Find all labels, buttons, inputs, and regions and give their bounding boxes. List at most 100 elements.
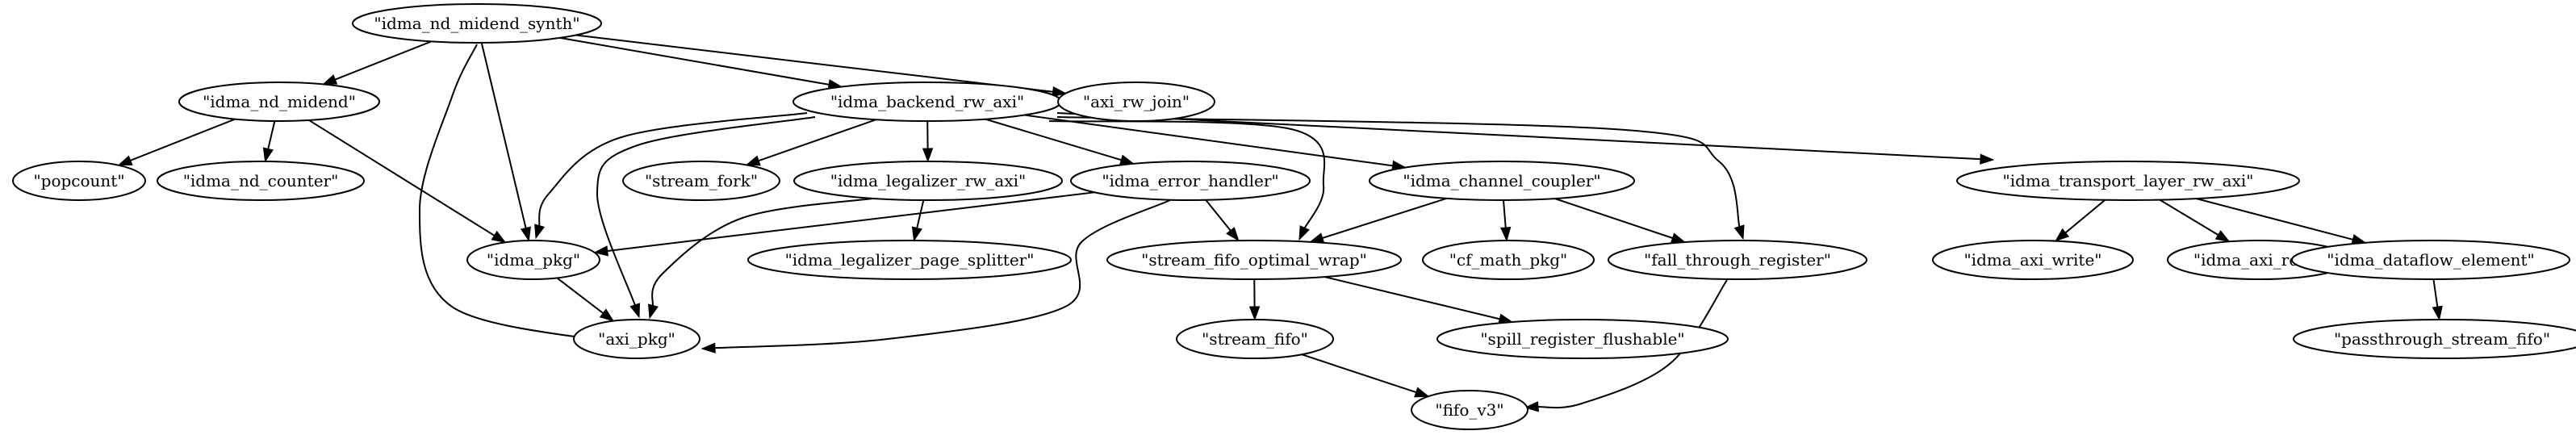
node-ellipse xyxy=(1422,240,1595,280)
arrowhead xyxy=(1414,387,1430,398)
edge-line xyxy=(556,277,605,316)
node-ellipse xyxy=(178,82,380,122)
node-label: "stream_fifo_optimal_wrap" xyxy=(1141,250,1367,270)
edge-channel_coupler-to-cf_math_pkg xyxy=(1500,199,1512,242)
edge-backend-to-idma_pkg xyxy=(534,112,808,240)
edge-line xyxy=(1502,199,1507,230)
edge-line xyxy=(2159,199,2220,236)
node-label: "axi_pkg" xyxy=(598,329,675,349)
edge-synth-to-backend xyxy=(559,36,843,90)
edge-stream_fifo-to-fifo_v3 xyxy=(1301,353,1430,398)
node-ellipse xyxy=(573,319,700,359)
arrowhead xyxy=(1298,225,1310,241)
edge-synth-to-nd_midend xyxy=(322,40,432,85)
edge-line xyxy=(915,199,925,230)
node-ellipse xyxy=(622,161,780,201)
arrowhead xyxy=(911,226,922,242)
node-label: "idma_backend_rw_axi" xyxy=(830,92,1024,111)
node-synth: "idma_nd_midend_synth" xyxy=(352,3,602,44)
edge-line xyxy=(537,112,808,228)
edge-error_handler-to-axi_pkg xyxy=(700,199,1171,353)
node-ellipse xyxy=(1106,240,1402,280)
edge-line xyxy=(1056,112,1983,161)
node-stream_fifo_ow: "stream_fifo_optimal_wrap" xyxy=(1106,240,1402,280)
node-passthrough: "passthrough_stream_fifo" xyxy=(2293,319,2576,359)
edge-line xyxy=(559,36,831,86)
arrowhead xyxy=(1248,306,1261,321)
edge-legalizer-to-axi_pkg xyxy=(647,197,880,320)
node-ellipse xyxy=(1436,319,1729,359)
node-ellipse xyxy=(1956,161,2300,201)
edge-backend-to-transport_layer xyxy=(1056,112,1995,165)
node-popcount: "popcount" xyxy=(12,161,146,201)
edge-synth-to-axi_rw_join xyxy=(575,34,1067,98)
arrowhead xyxy=(647,303,659,320)
node-ellipse xyxy=(352,3,602,44)
node-error_handler: "idma_error_handler" xyxy=(1070,161,1311,201)
node-label: "idma_nd_midend_synth" xyxy=(374,14,579,33)
edge-stream_fifo_ow-to-spill_register xyxy=(1324,276,1514,324)
edge-error_handler-to-idma_pkg xyxy=(593,191,1095,257)
arrowhead xyxy=(322,74,338,85)
node-label: "cf_math_pkg" xyxy=(1449,250,1568,270)
node-ellipse xyxy=(1411,390,1528,430)
node-page_splitter: "idma_legalizer_page_splitter" xyxy=(747,240,1072,280)
node-ellipse xyxy=(466,240,600,280)
node-ellipse xyxy=(12,161,146,201)
arrowhead xyxy=(1524,401,1539,412)
node-label: "axi_rw_join" xyxy=(1083,92,1190,111)
node-label: "idma_nd_counter" xyxy=(183,171,339,190)
edge-backend-to-axi_pkg xyxy=(596,116,816,319)
edge-fall_through-to-fifo_v3 xyxy=(1524,279,1728,412)
node-ellipse xyxy=(2293,319,2576,359)
node-stream_fifo: "stream_fifo" xyxy=(1176,319,1334,359)
arrowhead xyxy=(1226,227,1240,242)
edge-nd_midend-to-nd_counter xyxy=(262,120,276,163)
edge-line xyxy=(575,34,1055,93)
arrowhead xyxy=(599,308,615,322)
node-ellipse xyxy=(793,161,1063,201)
edge-synth-to-axi_pkg xyxy=(418,44,623,347)
edge-line xyxy=(1324,276,1502,320)
node-label: "stream_fork" xyxy=(645,171,758,190)
edges-layer xyxy=(117,34,2443,412)
arrowhead xyxy=(700,342,716,353)
nodes-layer: "idma_nd_midend_synth" "idma_nd_midend" "i… xyxy=(12,3,2576,430)
edge-line xyxy=(1320,197,1447,240)
arrowhead xyxy=(1052,86,1067,98)
node-label: "idma_legalizer_rw_axi" xyxy=(830,171,1026,190)
edge-line xyxy=(1205,199,1232,232)
node-axi_write: "idma_axi_write" xyxy=(1932,240,2134,280)
arrowhead xyxy=(117,155,133,166)
node-channel_coupler: "idma_channel_coupler" xyxy=(1369,161,1635,201)
edge-dataflow-to-passthrough xyxy=(2432,278,2443,321)
node-label: "idma_nd_midend" xyxy=(203,92,356,111)
arrowhead xyxy=(491,230,507,244)
node-transport_layer: "idma_transport_layer_rw_axi" xyxy=(1956,161,2300,201)
node-label: "idma_transport_layer_rw_axi" xyxy=(2003,171,2254,190)
node-label: "idma_channel_coupler" xyxy=(1403,171,1600,190)
edge-error_handler-to-stream_fifo_ow xyxy=(1205,199,1240,242)
edge-legalizer-to-page_splitter xyxy=(911,199,925,242)
edge-line xyxy=(1056,116,1741,228)
node-spill_register: "spill_register_flushable" xyxy=(1436,319,1729,359)
arrowhead xyxy=(922,148,934,163)
arrowhead xyxy=(2214,230,2231,243)
arrowhead xyxy=(1733,224,1745,241)
edge-line xyxy=(2196,198,2355,241)
edge-line xyxy=(2064,199,2106,235)
arrowhead xyxy=(1670,232,1687,244)
node-stream_fork: "stream_fork" xyxy=(622,161,780,201)
node-nd_midend: "idma_nd_midend" xyxy=(178,82,380,122)
node-cf_math_pkg: "cf_math_pkg" xyxy=(1422,240,1595,280)
edge-channel_coupler-to-stream_fifo_ow xyxy=(1309,197,1447,244)
node-label: "popcount" xyxy=(33,171,124,190)
node-ellipse xyxy=(1932,240,2134,280)
edge-line xyxy=(756,119,876,162)
node-ellipse xyxy=(1057,82,1215,122)
edge-backend-to-error_handler xyxy=(985,118,1135,165)
edge-line xyxy=(1301,353,1418,394)
edge-backend-to-legalizer xyxy=(922,120,934,163)
edge-nd_midend-to-idma_pkg xyxy=(308,119,507,244)
